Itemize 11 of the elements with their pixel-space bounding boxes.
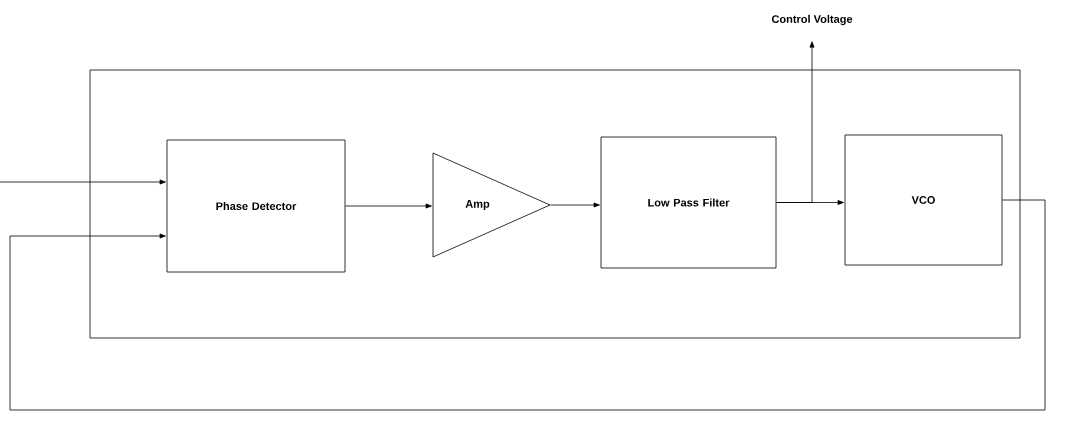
block-box: Phase Detector [166, 139, 346, 273]
enclosing-box [89, 69, 1021, 339]
signal-label: Control Voltage [771, 14, 853, 26]
block-box: Low Pass Filter [600, 136, 777, 269]
arrow [550, 202, 600, 208]
arrow [0, 179, 166, 185]
arrow [776, 41, 815, 203]
arrow [345, 203, 432, 209]
block-box: VCO [844, 134, 1003, 266]
arrow [9, 199, 1046, 411]
amplifier-triangle: Amp [432, 152, 551, 258]
